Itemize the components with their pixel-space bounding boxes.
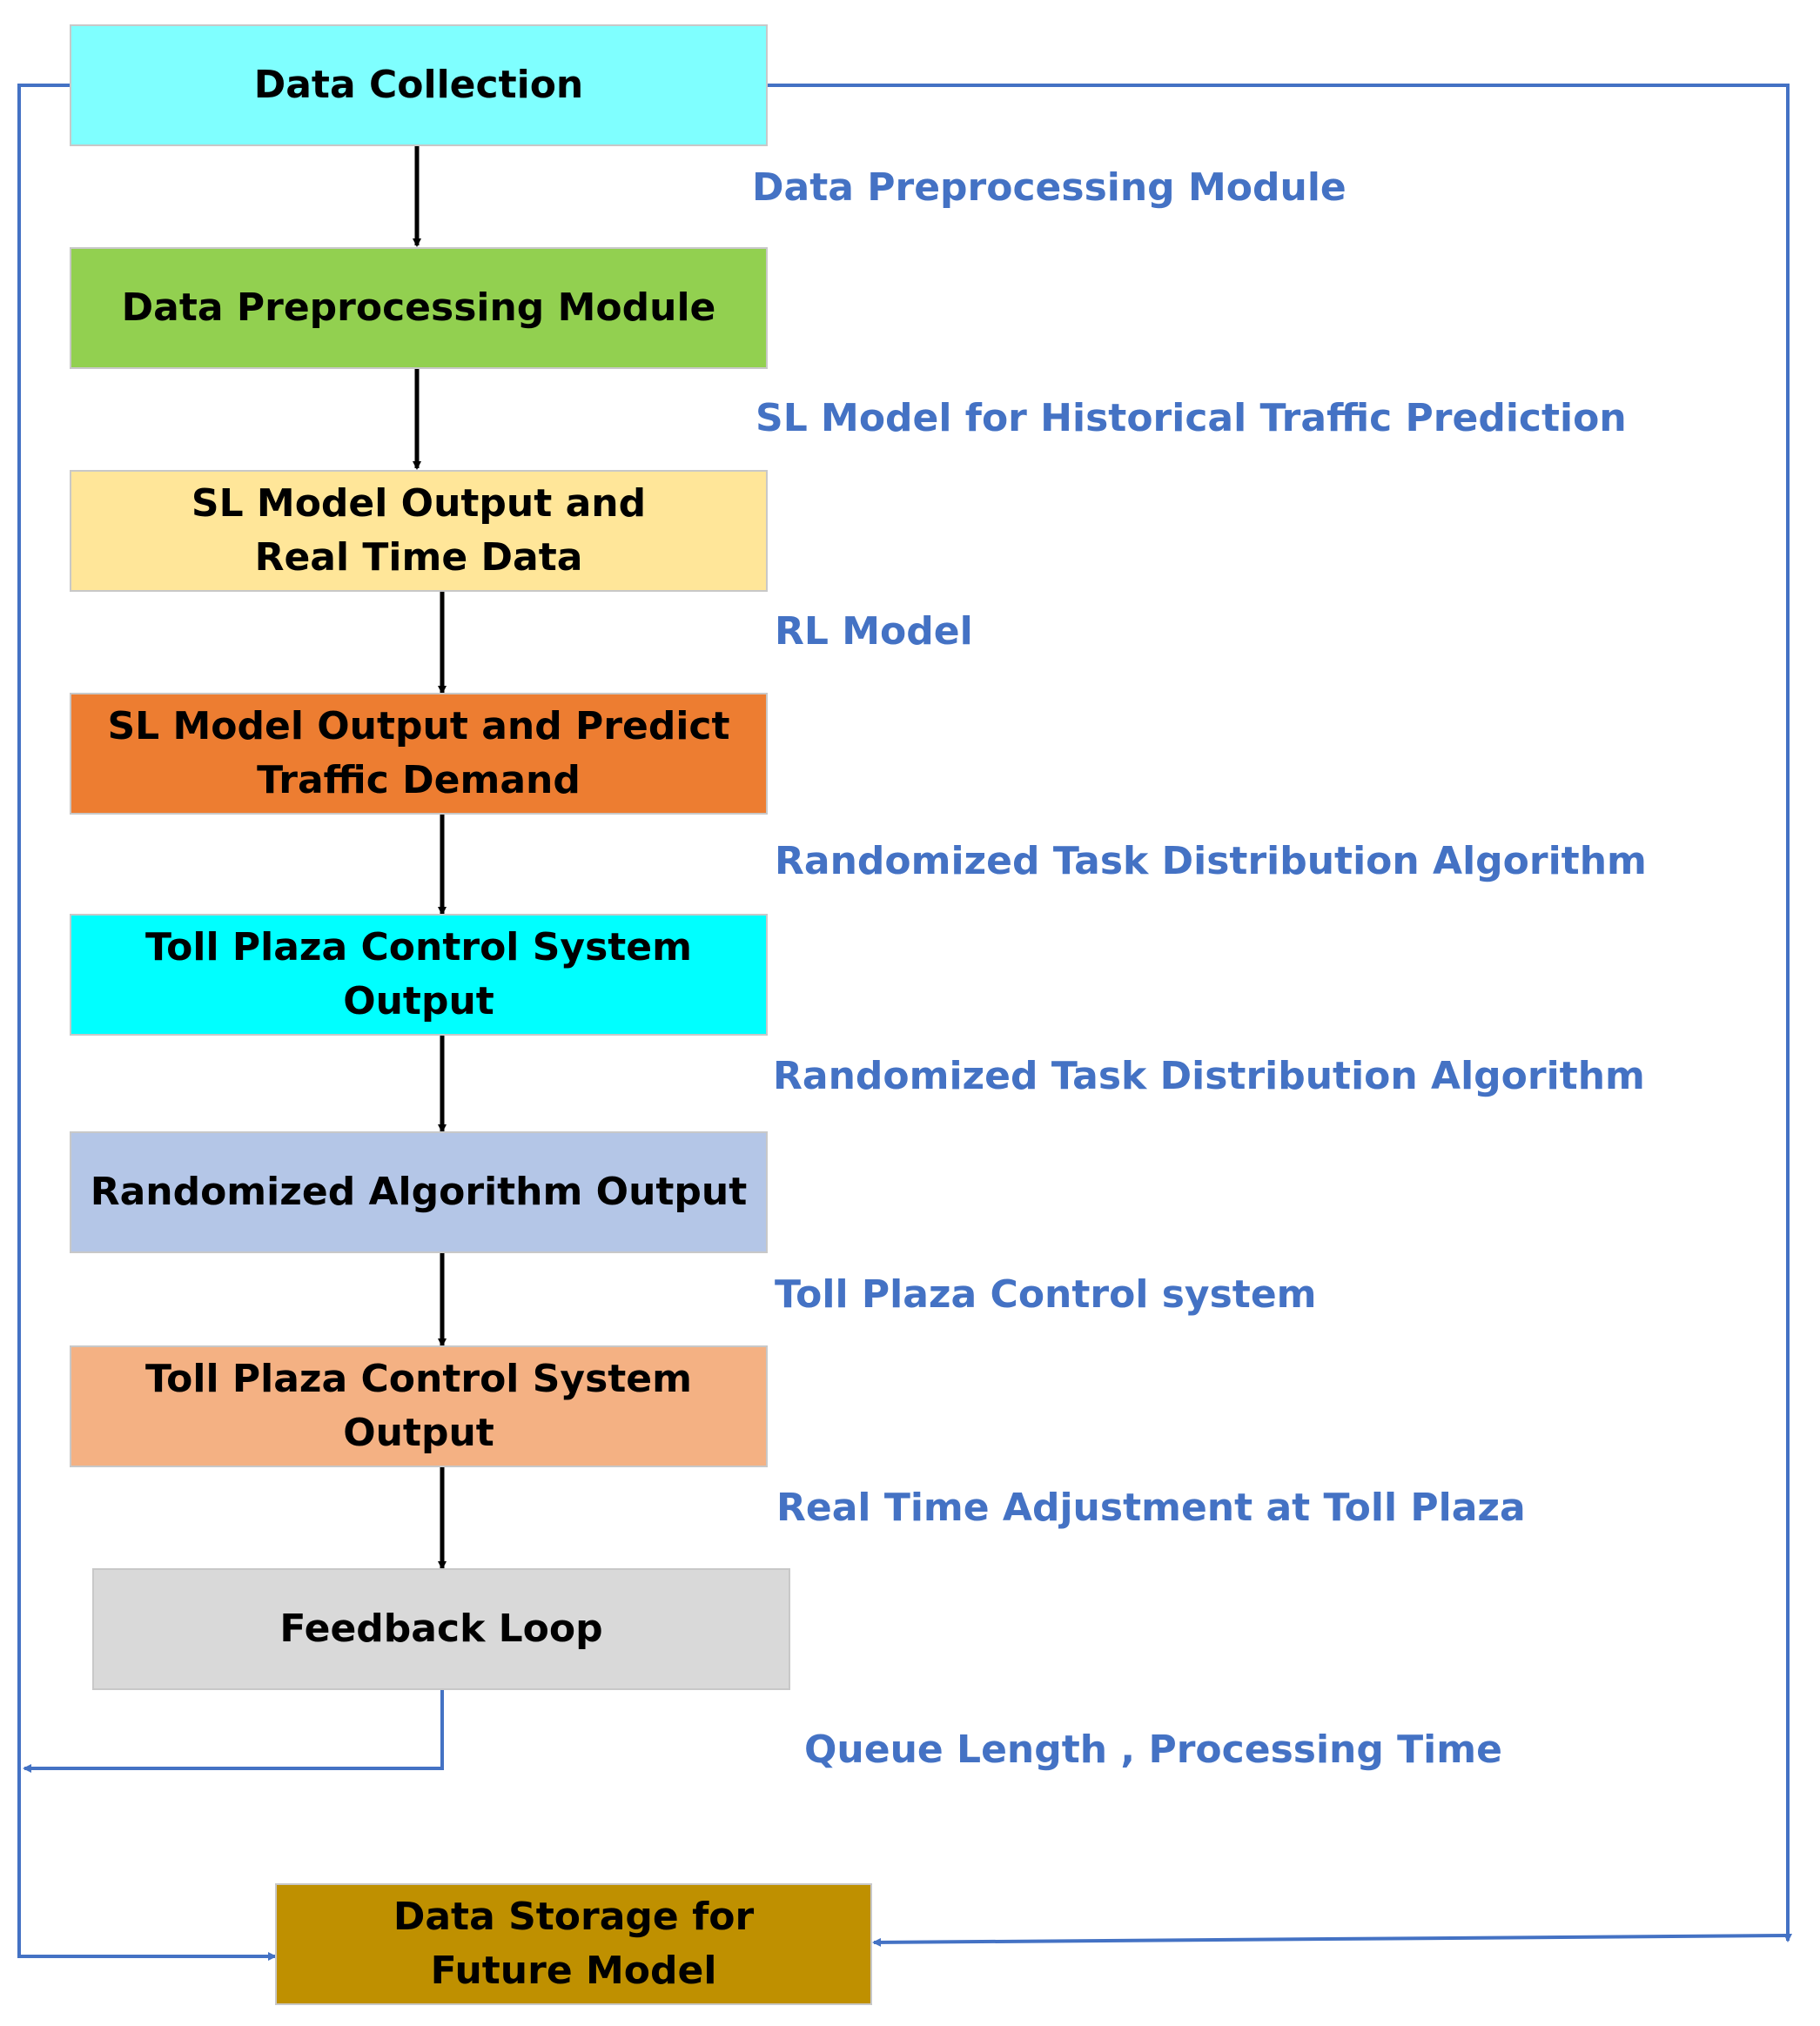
note-real-time-adjustment: Real Time Adjustment at Toll Plaza — [776, 1486, 1526, 1530]
note-randomized-task-2: Randomized Task Distribution Algorithm — [773, 1054, 1645, 1098]
sl-output-predict-box: SL Model Output and Predict Traffic Dema… — [70, 693, 768, 815]
toll-output-label-1: Toll Plaza Control System Output — [144, 925, 692, 1023]
note-sl-historical-prediction: SL Model for Historical Traffic Predicti… — [756, 396, 1627, 440]
data-collection-label: Data Collection — [253, 63, 584, 107]
toll-output-box-1: Toll Plaza Control System Output — [70, 914, 768, 1036]
data-storage-box: Data Storage for Future Model — [275, 1883, 872, 2005]
data-preprocessing-box: Data Preprocessing Module — [70, 247, 768, 369]
note-queue-length: Queue Length , Processing Time — [804, 1727, 1502, 1772]
data-storage-label: Data Storage for Future Model — [393, 1895, 755, 1993]
note-data-preprocessing: Data Preprocessing Module — [752, 165, 1347, 210]
data-collection-box: Data Collection — [70, 24, 768, 146]
randomized-output-label: Randomized Algorithm Output — [90, 1170, 748, 1214]
data-preprocessing-label: Data Preprocessing Module — [121, 285, 716, 330]
toll-output-box-2: Toll Plaza Control System Output — [70, 1345, 768, 1467]
connector-feedback-return — [23, 1688, 444, 1773]
connector-right-rail-to-storage — [872, 1934, 1789, 1947]
note-randomized-task-1: Randomized Task Distribution Algorithm — [775, 839, 1647, 883]
sl-output-realtime-box: SL Model Output and Real Time Data — [70, 470, 768, 592]
note-rl-model: RL Model — [775, 609, 973, 654]
randomized-output-box: Randomized Algorithm Output — [70, 1131, 768, 1253]
note-toll-plaza-control: Toll Plaza Control system — [775, 1272, 1317, 1317]
connector-left-rail-to-storage — [17, 84, 277, 1961]
toll-output-label-2: Toll Plaza Control System Output — [144, 1357, 692, 1455]
feedback-loop-label: Feedback Loop — [279, 1607, 603, 1651]
feedback-loop-box: Feedback Loop — [92, 1568, 790, 1690]
connector-right-rail — [768, 84, 1792, 1942]
sl-output-predict-label: SL Model Output and Predict Traffic Dema… — [107, 704, 730, 802]
sl-output-realtime-label: SL Model Output and Real Time Data — [191, 481, 647, 580]
